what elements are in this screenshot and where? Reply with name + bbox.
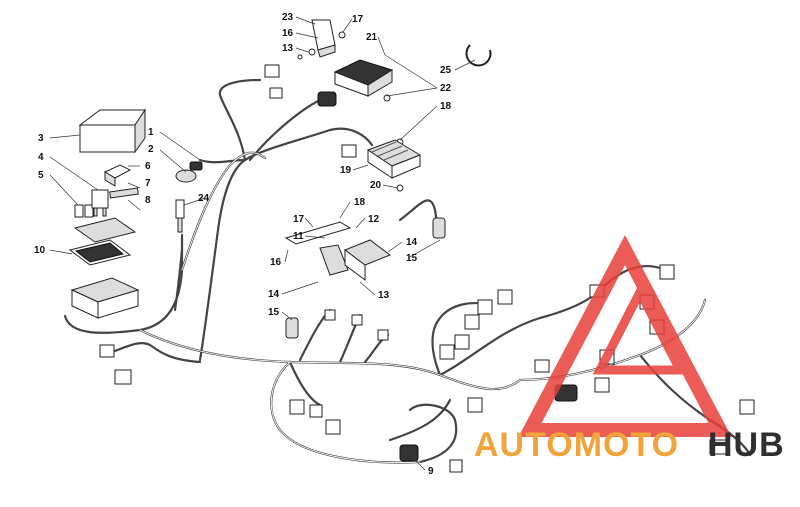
callout-10: 10	[34, 245, 46, 256]
callout-18a: 18	[440, 101, 452, 112]
mini-relay	[103, 164, 132, 187]
callout-15a: 15	[406, 253, 418, 264]
callout-9: 9	[428, 466, 434, 477]
callout-22: 22	[440, 83, 452, 94]
callout-13a: 13	[282, 43, 294, 54]
relay-box-cover	[78, 108, 146, 154]
callout-14a: 14	[406, 237, 418, 248]
callout-2: 2	[148, 144, 154, 155]
callout-1: 1	[148, 127, 154, 138]
relay	[91, 189, 109, 217]
callout-7: 7	[145, 178, 151, 189]
terminal-boot-right	[432, 217, 446, 239]
callout-18b: 18	[354, 197, 366, 208]
callout-23: 23	[282, 12, 294, 23]
starter-relay	[343, 239, 392, 281]
callout-17a: 17	[352, 14, 364, 25]
regulator-connector	[341, 144, 357, 158]
gasket-plate	[73, 217, 137, 243]
fuse-block	[70, 277, 140, 319]
callout-16b: 16	[270, 257, 282, 268]
ecu-module	[333, 59, 394, 97]
callout-3: 3	[38, 133, 44, 144]
callout-14b: 14	[268, 289, 280, 300]
callout-4: 4	[38, 152, 44, 163]
terminal-boot-left	[285, 317, 299, 339]
callout-15b: 15	[268, 307, 280, 318]
oxygen-sensor	[175, 199, 185, 233]
harness-wires-highlight	[139, 152, 706, 463]
fuse	[74, 204, 94, 218]
callout-11: 11	[293, 231, 304, 242]
fuse-box-frame	[68, 239, 132, 266]
callout-12: 12	[368, 214, 380, 225]
callout-6: 6	[145, 161, 151, 172]
callout-21: 21	[366, 32, 378, 43]
connectors	[99, 64, 755, 473]
leader-lines	[49, 16, 476, 471]
relay-bracket	[284, 221, 352, 276]
watermark-text-hub: HUB	[708, 426, 785, 464]
callout-labels: 1 2 3 4 5 6 7 8 9 10 11 12 13 13 14 14 1…	[34, 12, 452, 477]
callout-5: 5	[38, 170, 44, 181]
fuse-strip	[109, 187, 139, 199]
callout-16a: 16	[282, 28, 294, 39]
callout-8: 8	[145, 195, 151, 206]
circlip	[465, 44, 492, 67]
harness-connector-1	[175, 161, 203, 183]
callout-13b: 13	[378, 290, 390, 301]
voltage-regulator	[366, 139, 422, 179]
callout-19: 19	[340, 165, 352, 176]
callout-25: 25	[440, 65, 452, 76]
watermark-logo	[518, 235, 732, 437]
mounting-bracket	[311, 19, 336, 58]
callout-17b: 17	[293, 214, 305, 225]
watermark-text-automoto: AUTOMOTO	[474, 426, 679, 464]
watermark-text: AUTOMOTO HUB	[474, 426, 785, 464]
callout-24: 24	[198, 193, 210, 204]
callout-20: 20	[370, 180, 382, 191]
